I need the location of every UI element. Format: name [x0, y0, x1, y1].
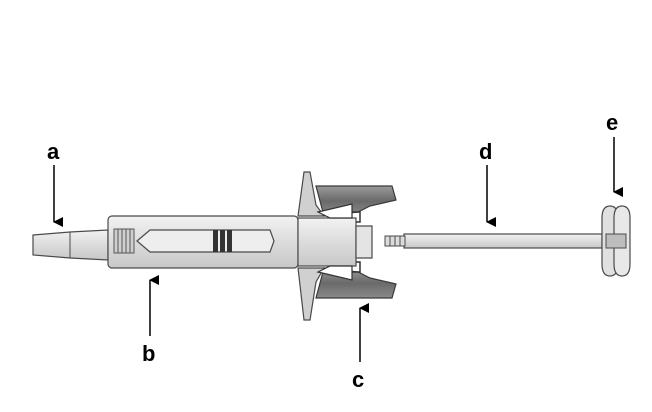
label-c: c [352, 367, 364, 392]
label-a: a [47, 139, 60, 164]
label-e: e [606, 110, 618, 135]
thread-ridges [113, 228, 135, 254]
label-b: b [142, 341, 155, 366]
cartridge-holder [107, 215, 299, 269]
label-d: d [479, 139, 492, 164]
connector-collar [297, 171, 397, 321]
thumb-button [601, 205, 631, 277]
plunger-rod [384, 233, 603, 249]
tip-part [32, 229, 109, 261]
